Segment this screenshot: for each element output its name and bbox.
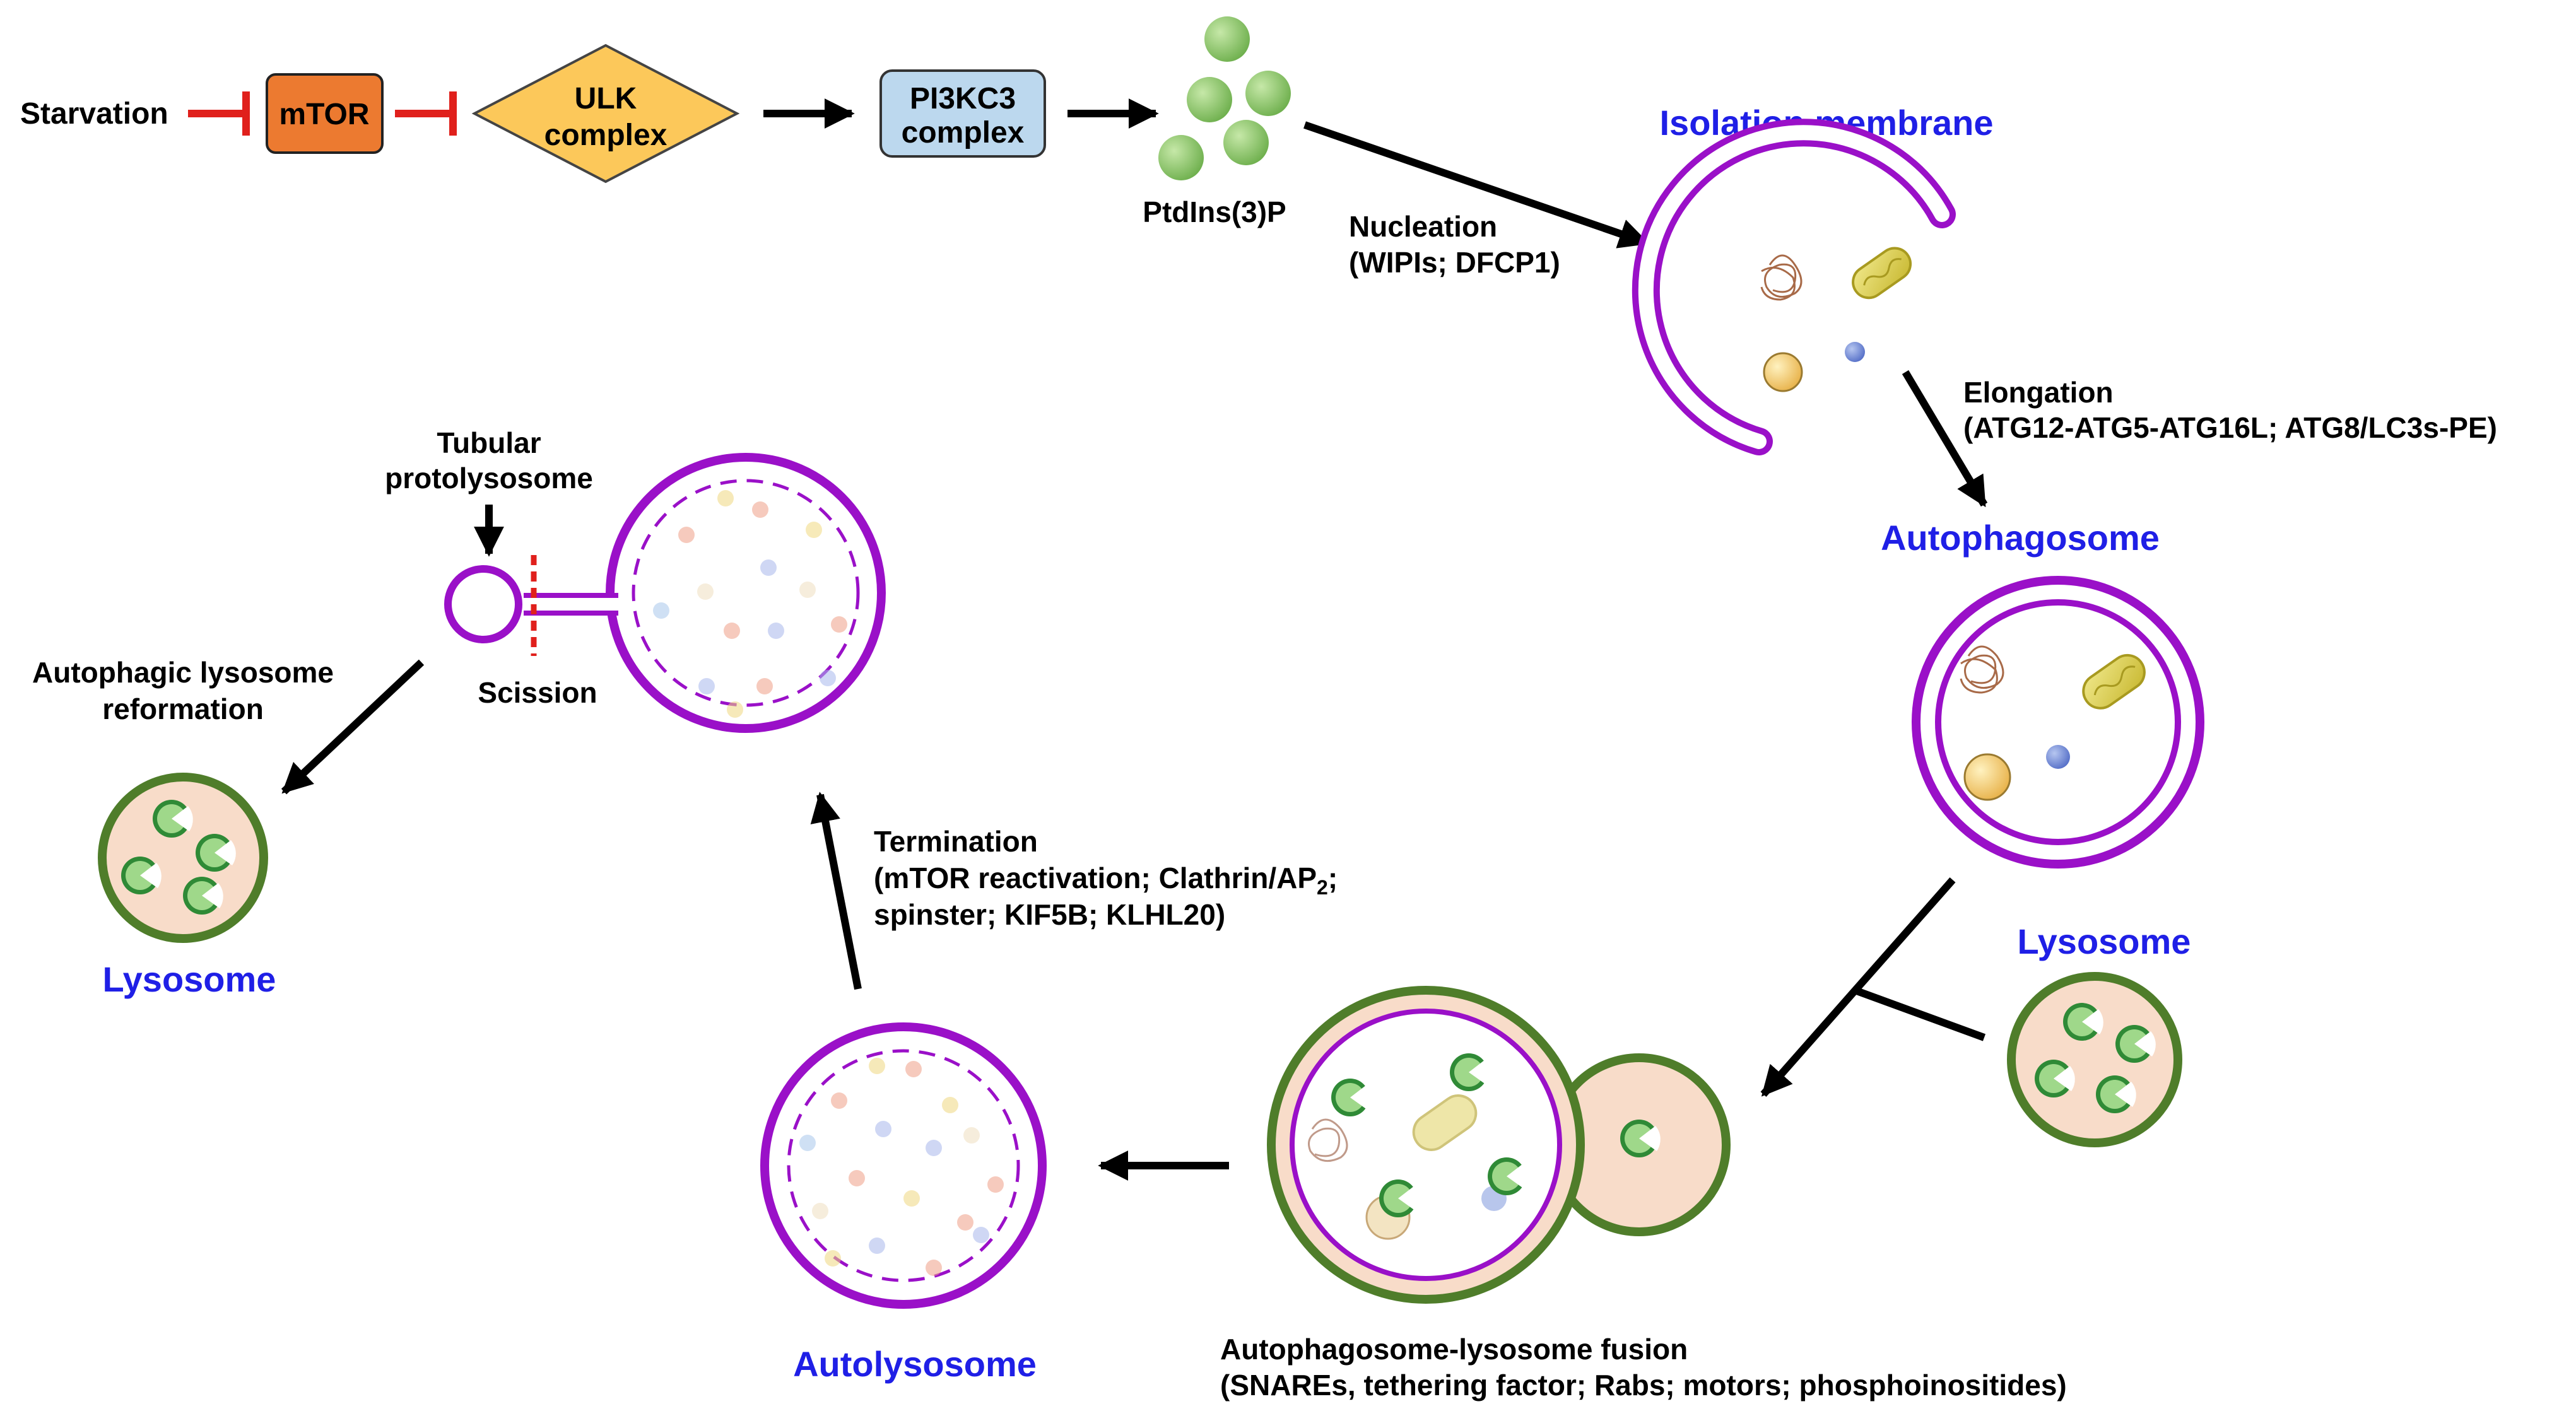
- arrow-to-fusion: [1760, 877, 1956, 1097]
- termination-text-a: (mTOR reactivation; Clathrin/AP: [874, 862, 1317, 894]
- cargo-small-protein-2: [2046, 745, 2070, 769]
- mtor-label: mTOR: [279, 98, 369, 131]
- autophagosome-double-membrane: [1912, 576, 2204, 869]
- pi3kc3-complex-box: PI3KC3 complex: [879, 69, 1046, 158]
- lysosome-title-right: Lysosome: [2018, 922, 2191, 961]
- termination-text-b: ;: [1328, 862, 1338, 894]
- ulk-label-line1: ULK: [575, 82, 637, 115]
- arrow-elongation: [1902, 370, 1988, 508]
- inhibit-arrow-mtor-ulk: [395, 91, 457, 136]
- fusion-label: Autophagosome-lysosome fusion: [1220, 1333, 1688, 1366]
- cargo-mitochondrion-2: [2082, 653, 2146, 710]
- pi3kc3-label-line2: complex: [902, 116, 1025, 149]
- alr-label-line1: Autophagic lysosome: [32, 656, 334, 689]
- termination-factors-line1: (mTOR reactivation; Clathrin/AP2;: [874, 862, 1338, 899]
- autolysosome: [760, 1022, 1047, 1309]
- fusion-protein-aggregate: [1308, 1118, 1348, 1162]
- cargo-lipid-droplet-1: [1763, 352, 1803, 392]
- arrow-termination: [810, 792, 862, 990]
- tubular-protolysosome: [444, 565, 620, 643]
- cargo-small-protein-1: [1845, 342, 1865, 362]
- ptdins3p-label: PtdIns(3)P: [1143, 196, 1286, 228]
- isolation-membrane-phagophore: [1632, 119, 1956, 455]
- mtor-box: mTOR: [266, 73, 384, 154]
- autophagosome-title: Autophagosome: [1881, 518, 2160, 558]
- tubular-label-line2: protolysosome: [385, 462, 593, 494]
- elongation-factors: (ATG12-ATG5-ATG16L; ATG8/LC3s-PE): [1963, 411, 2497, 444]
- ulk-complex-diamond: ULK complex: [471, 44, 740, 184]
- termination-factors-line2: spinster; KIF5B; KLHL20): [874, 898, 1225, 931]
- inhibit-arrow-starvation-mtor: [188, 91, 250, 136]
- autolysosome-title: Autolysosome: [793, 1344, 1037, 1384]
- lysosome-joining-line: [1853, 986, 1986, 1041]
- cargo-mitochondrion-1: [1852, 247, 1912, 300]
- arrow-nucleation: [1303, 121, 1650, 249]
- tubular-label-line1: Tubular: [437, 426, 541, 459]
- termination-subscript: 2: [1317, 876, 1328, 899]
- elongation-label: Elongation: [1963, 376, 2114, 409]
- fusion-factors: (SNAREs, tethering factor; Rabs; motors;…: [1220, 1369, 2067, 1401]
- ptdins3p-vesicles: [1158, 16, 1291, 180]
- pi3kc3-label-line1: PI3KC3: [910, 82, 1016, 115]
- termination-label: Termination: [874, 825, 1038, 858]
- starvation-label: Starvation: [20, 97, 168, 131]
- lysosome-title-left: Lysosome: [103, 959, 276, 999]
- arrow-reformation: [281, 659, 425, 795]
- scission-label: Scission: [478, 676, 597, 709]
- cargo-protein-aggregate-1: [1760, 254, 1803, 301]
- nucleation-label: Nucleation: [1349, 210, 1497, 243]
- ulk-label-line2: complex: [544, 119, 668, 152]
- cargo-lipid-droplet-2: [1963, 753, 2011, 801]
- alr-label-line2: reformation: [102, 693, 264, 725]
- nucleation-factors: (WIPIs; DFCP1): [1349, 246, 1560, 279]
- reforming-autolysosome: [606, 453, 886, 733]
- lysosome-left: [98, 773, 268, 943]
- fusion-complex: [1267, 986, 1731, 1304]
- lysosome-right: [2007, 972, 2182, 1147]
- cargo-protein-aggregate-2: [1960, 645, 2004, 694]
